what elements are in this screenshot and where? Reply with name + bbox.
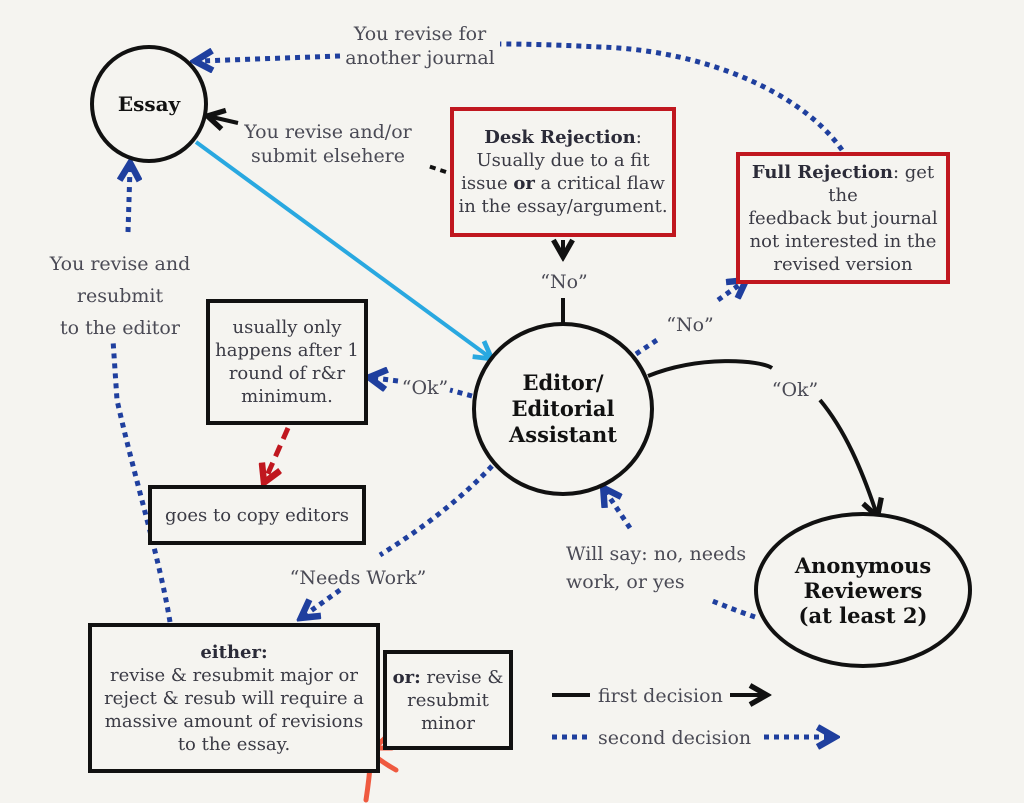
label-revise-elsewhere-1: You revise and/or (244, 121, 412, 143)
desk-rejection-line3: in the essay/argument. (458, 196, 668, 217)
submit-arrow (194, 140, 496, 362)
rr-note-line3: round of r&r (228, 363, 346, 384)
desk-rejection-line1: Usually due to a fit (476, 150, 650, 171)
essay-label: Essay (117, 92, 181, 116)
reviewers-line-1: Anonymous (794, 552, 932, 578)
copy-editors-label: goes to copy editors (165, 504, 349, 526)
rr-note-line2: happens after 1 (215, 340, 359, 361)
desk-rejection-line2a: issue (461, 173, 514, 194)
label-no-desk: “No” (540, 271, 588, 293)
full-rejection-line4: revised version (773, 253, 913, 275)
label-revise-another: You revise for another journal (340, 22, 500, 70)
rr-note-line4: minimum. (241, 386, 333, 407)
legend-first-label: first decision (598, 685, 723, 707)
full-rejection-line3: not interested in the (749, 230, 937, 252)
or-line3: minor (421, 712, 475, 734)
full-rejection-title-rest: : get the (828, 161, 935, 206)
will-say-arrow (709, 597, 756, 620)
editor-node: Editor/ Editorial Assistant (472, 322, 654, 496)
or-line1: revise & (420, 666, 504, 688)
label-revise-resubmit-2: resubmit (76, 285, 164, 307)
ok-reviewers-arrow (647, 359, 774, 378)
label-revise-another-2: another journal (345, 47, 495, 69)
label-will-say-2: work, or yes (566, 571, 685, 593)
label-needs-work: “Needs Work” (289, 567, 427, 589)
resubmit-to-editor-arrow (110, 339, 173, 623)
reviewers-line-3: (at least 2) (798, 602, 928, 628)
label-ok-right: “Ok” (771, 379, 819, 401)
label-revise-resubmit-1: You revise and (49, 253, 191, 275)
label-revise-resubmit: You revise and resubmit to the editor (40, 248, 200, 344)
no-full-arrow (634, 335, 662, 357)
editor-line-2: Editorial (511, 396, 615, 421)
full-rejection-line2: feedback but journal (748, 207, 938, 229)
label-revise-elsewhere: You revise and/or submit elsehere (240, 120, 416, 168)
ok-rr-arrow (449, 387, 473, 399)
or-line2: resubmit (407, 689, 489, 711)
editor-line-1: Editor/ (522, 370, 604, 395)
label-will-say-1: Will say: no, needs (566, 543, 747, 565)
reviewers-node: Anonymous Reviewers (at least 2) (754, 512, 972, 668)
copy-editors-box: goes to copy editors (148, 485, 366, 545)
either-title: either: (200, 641, 268, 663)
or-title: or: (392, 666, 421, 688)
label-ok-left: “Ok” (401, 377, 449, 399)
either-box: either: revise & resubmit major or rejec… (88, 623, 380, 773)
reviewers-line-2: Reviewers (803, 577, 923, 603)
desk-rejection-or: or (513, 173, 535, 194)
label-no-full: “No” (666, 314, 714, 336)
desk-rejection-title: Desk Rejection (484, 127, 636, 148)
legend-second-label: second decision (598, 727, 752, 749)
desk-rejection-box: Desk Rejection: Usually due to a fit iss… (450, 107, 676, 237)
either-line3: massive amount of revisions (104, 710, 364, 732)
label-revise-another-1: You revise for (353, 23, 487, 45)
needs-work-arrow (378, 464, 494, 558)
either-line4: to the essay. (177, 733, 291, 755)
full-rejection-box: Full Rejection: get the feedback but jou… (736, 152, 950, 284)
label-revise-resubmit-3: to the editor (60, 317, 180, 339)
copy-editors-arrow (266, 426, 291, 478)
rr-note-box: usually only happens after 1 round of r&… (206, 299, 368, 425)
rr-note-line1: usually only (232, 317, 342, 338)
either-line2: reject & resub will require a (104, 687, 364, 709)
editor-line-3: Assistant (508, 422, 617, 447)
label-will-say: Will say: no, needs work, or yes (566, 540, 750, 596)
or-box: or: revise & resubmit minor (383, 650, 513, 750)
full-rejection-title: Full Rejection (751, 161, 893, 183)
label-revise-elsewhere-2: submit elsehere (250, 145, 406, 167)
desk-rejection-line2b: a critical flaw (534, 173, 665, 194)
either-line1: revise & resubmit major or (110, 664, 358, 686)
essay-node: Essay (90, 45, 208, 163)
revise-elsewhere-arrow (427, 164, 447, 174)
